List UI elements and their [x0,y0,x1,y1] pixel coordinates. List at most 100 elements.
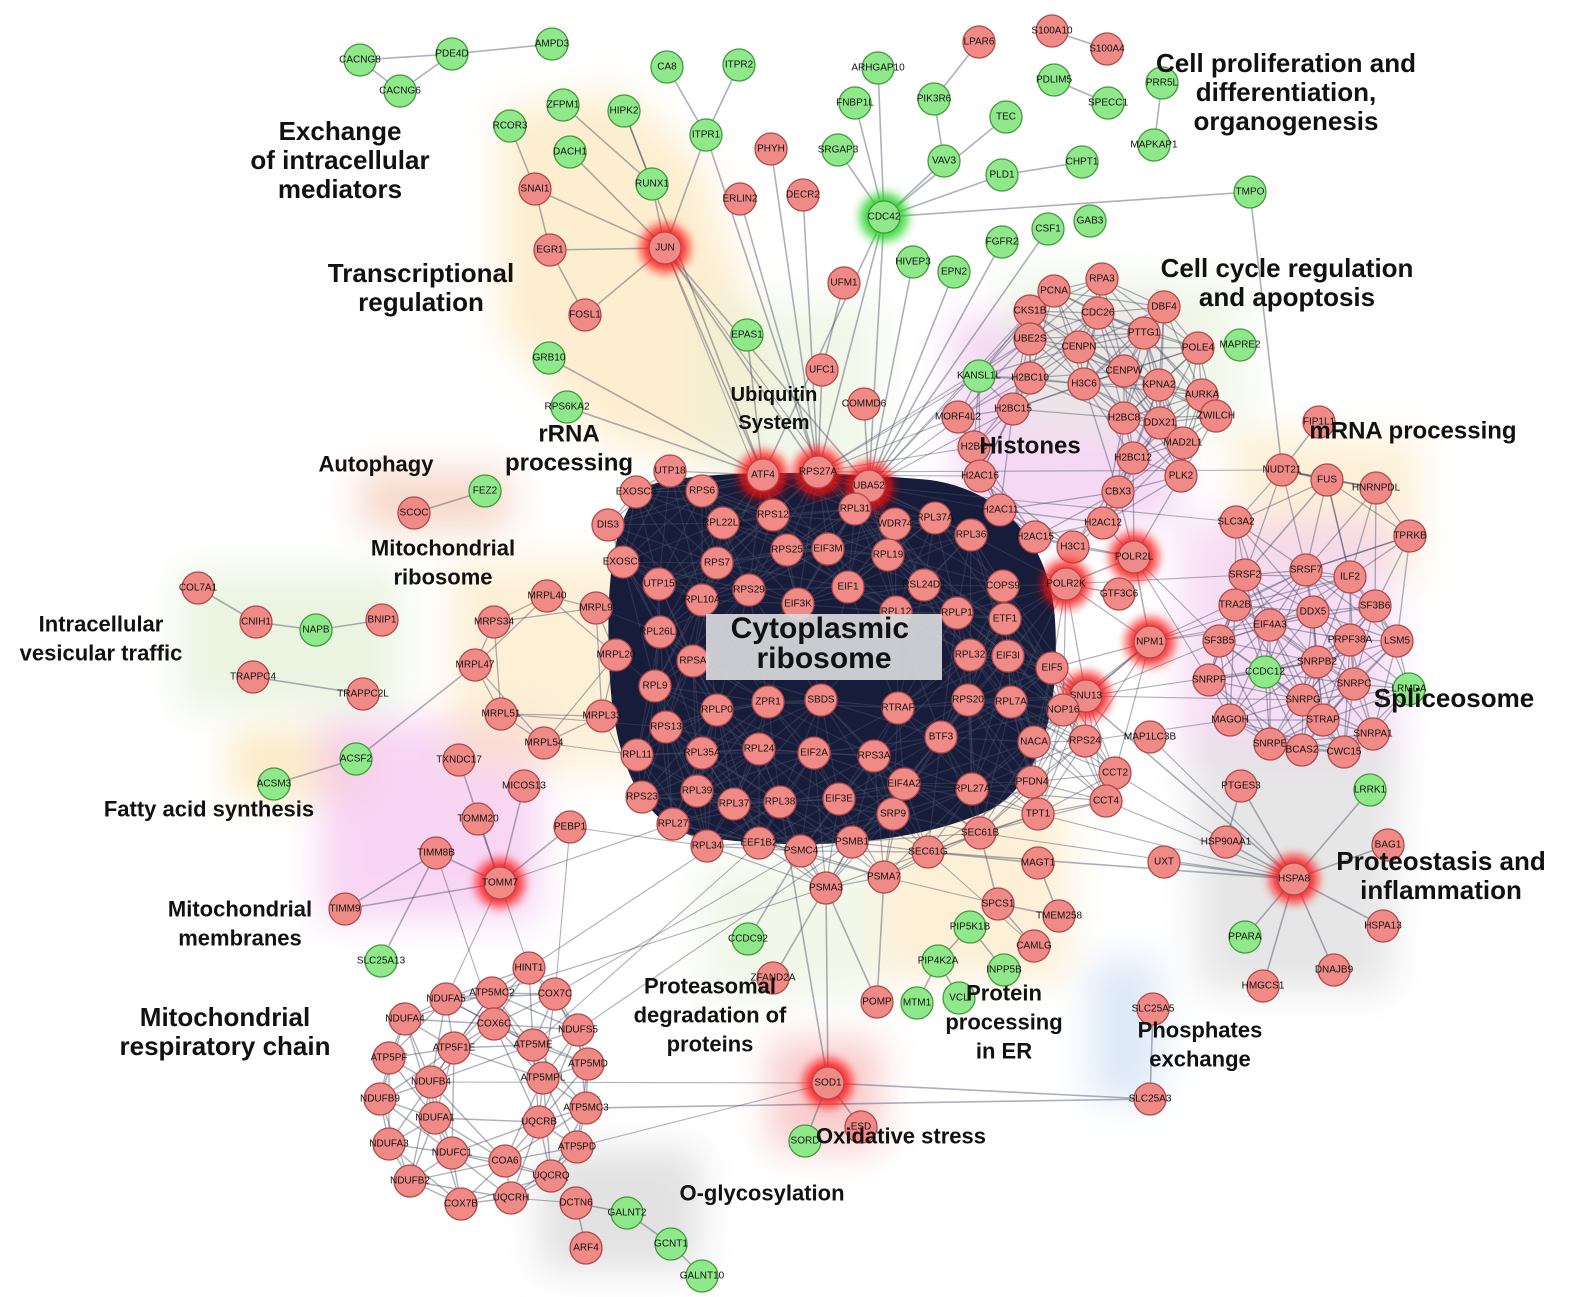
node-atp5f1e[interactable]: ATP5F1E [433,1031,476,1065]
node-utp18[interactable]: UTP18 [653,454,687,488]
node-cox6c[interactable]: COX6C [477,1007,511,1041]
node-h2ac15[interactable]: H2AC15 [1016,520,1054,554]
node-lsm5[interactable]: LSM5 [1380,624,1414,658]
node-utp15[interactable]: UTP15 [642,567,676,601]
node-tprkb[interactable]: TPRKB [1393,519,1427,553]
node-tmpo[interactable]: TMPO [1233,175,1267,209]
node-h2ac12[interactable]: H2AC12 [1084,506,1122,540]
node-mapre2[interactable]: MAPRE2 [1219,328,1261,362]
node-trappc2l[interactable]: TRAPPC2L [337,677,389,711]
node-erlin2[interactable]: ERLIN2 [722,182,758,216]
node-galnt2[interactable]: GALNT2 [608,1196,647,1230]
node-vav3[interactable]: VAV3 [927,144,961,178]
node-rpa3[interactable]: RPA3 [1085,262,1119,296]
node-rps23[interactable]: RPS23 [625,780,659,814]
node-srgap3[interactable]: SRGAP3 [818,133,859,167]
node-commd6[interactable]: COMMD6 [842,387,887,421]
node-rps24[interactable]: RPS24 [1068,724,1102,758]
node-pik3r6[interactable]: PIK3R6 [917,82,952,116]
node-rps3a[interactable]: RPS3A [857,739,891,773]
node-dis3[interactable]: DIS3 [591,508,625,542]
node-pip4k2a[interactable]: PIP4K2A [918,944,959,978]
node-itpr1[interactable]: ITPR1 [689,118,723,152]
node-arhgap10[interactable]: ARHGAP10 [851,51,905,85]
node-eif3i[interactable]: EIF3I [991,639,1025,673]
node-ampd3[interactable]: AMPD3 [535,27,570,61]
node-atp5pd[interactable]: ATP5PD [558,1130,596,1164]
node-eif5[interactable]: EIF5 [1035,651,1069,685]
node-magt1[interactable]: MAGT1 [1021,846,1056,880]
node-prr5l[interactable]: PRR5L [1145,66,1179,100]
node-h2bc10[interactable]: H2BC10 [1011,361,1049,395]
node-pttg1[interactable]: PTTG1 [1127,316,1161,350]
node-cbx3[interactable]: CBX3 [1101,475,1135,509]
node-dbf4[interactable]: DBF4 [1147,290,1181,324]
node-atp5mc3[interactable]: ATP5MC3 [563,1091,609,1125]
node-cct4[interactable]: CCT4 [1089,784,1123,818]
node-rpsa[interactable]: RPSA [676,644,710,678]
node-h2bc12[interactable]: H2BC12 [1114,441,1152,475]
node-eif3e[interactable]: EIF3E [822,782,856,816]
node-ppara[interactable]: PPARA [1228,920,1262,954]
node-rps20[interactable]: RPS20 [951,683,985,717]
node-dctn6[interactable]: DCTN6 [559,1186,593,1220]
node-cnih1[interactable]: CNIH1 [239,605,273,639]
node-jun[interactable]: JUN [641,224,689,272]
node-ptges3[interactable]: PTGES3 [1221,769,1261,803]
node-cacng8[interactable]: CACNG8 [339,43,381,77]
node-exosc9[interactable]: EXOSC9 [603,545,644,579]
node-ube2s[interactable]: UBE2S [1013,322,1047,356]
node-ddx5[interactable]: DDX5 [1296,595,1330,629]
node-naca[interactable]: NACA [1017,725,1051,759]
node-timm9[interactable]: TIMM9 [328,892,362,926]
node-kansl1l[interactable]: KANSL1L [957,359,1001,393]
node-rtraf[interactable]: RTRAF [881,691,915,725]
node-ndufs5[interactable]: NDUFS5 [558,1013,598,1047]
node-hsp90aa1[interactable]: HSP90AA1 [1201,825,1252,859]
node-ndufa4[interactable]: NDUFA4 [385,1002,425,1036]
node-gcnt1[interactable]: GCNT1 [654,1227,688,1261]
node-ufm1[interactable]: UFM1 [827,266,861,300]
node-slc25a3[interactable]: SLC25A3 [1129,1082,1172,1116]
node-ufc1[interactable]: UFC1 [805,353,839,387]
node-map1lc3b[interactable]: MAP1LC3B [1124,720,1177,754]
node-zfpm1[interactable]: ZFPM1 [546,88,580,122]
node-sf3b6[interactable]: SF3B6 [1358,589,1392,623]
node-dach1[interactable]: DACH1 [553,135,587,169]
node-inpp5b[interactable]: INPP5B [986,953,1022,987]
node-eif2a[interactable]: EIF2A [797,736,831,770]
node-polr2l[interactable]: POLR2L [1110,533,1158,581]
node-rpl11[interactable]: RPL11 [620,738,654,772]
node-uxt[interactable]: UXT [1147,845,1181,879]
node-fosl1[interactable]: FOSL1 [568,298,602,332]
node-eif1[interactable]: EIF1 [831,570,865,604]
node-hivep3[interactable]: HIVEP3 [895,245,931,279]
node-pdlim5[interactable]: PDLIM5 [1036,63,1073,97]
node-h3c6[interactable]: H3C6 [1067,367,1101,401]
node-cox7b[interactable]: COX7B [444,1187,478,1221]
node-exosc8[interactable]: EXOSC8 [616,475,657,509]
node-chpt1[interactable]: CHPT1 [1065,145,1099,179]
node-mrpl20[interactable]: MRPL20 [597,638,636,672]
node-rpl35a[interactable]: RPL35A [683,736,721,770]
node-cops9[interactable]: COPS9 [986,569,1020,603]
node-rps6[interactable]: RPS6 [685,474,719,508]
node-lrrk1[interactable]: LRRK1 [1353,773,1387,807]
node-galnt10[interactable]: GALNT10 [680,1259,725,1293]
node-rpl34[interactable]: RPL34 [690,829,724,863]
node-snrpf[interactable]: SNRPF [1192,663,1226,697]
node-micos13[interactable]: MICOS13 [502,769,546,803]
node-kpna2[interactable]: KPNA2 [1142,368,1176,402]
node-rps27a[interactable]: RPS27A [794,448,842,496]
node-ndufa1[interactable]: NDUFA1 [415,1101,455,1135]
node-hmgcs1[interactable]: HMGCS1 [1242,969,1285,1003]
node-mrpl40[interactable]: MRPL40 [528,579,567,613]
node-cct2[interactable]: CCT2 [1098,756,1132,790]
node-rpl26l1[interactable]: RPL26L1 [639,615,681,649]
node-mrps34[interactable]: MRPS34 [474,605,514,639]
node-cacng6[interactable]: CACNG6 [379,74,421,108]
node-tomm7[interactable]: TOMM7 [476,859,524,907]
node-txndc17[interactable]: TXNDC17 [436,743,482,777]
node-rsl24d1[interactable]: RSL24D1 [902,568,946,602]
node-pfdn4[interactable]: PFDN4 [1015,765,1049,799]
